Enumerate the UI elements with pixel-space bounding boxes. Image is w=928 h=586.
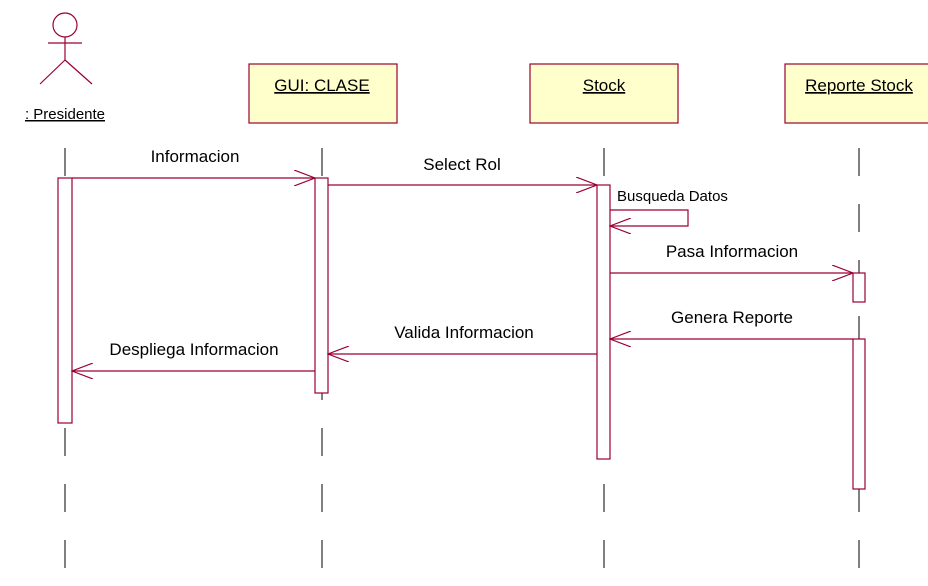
message-label-pasa-informacion: Pasa Informacion [666,242,798,261]
activation-presidente [57,177,73,424]
message-arrow-busqueda-datos [610,209,689,226]
object-label: GUI: CLASE [274,76,369,95]
message-label-genera-reporte: Genera Reporte [671,308,793,327]
message-label-valida-informacion: Valida Informacion [394,323,534,342]
object-reporte-stock[interactable]: Reporte Stock [784,63,928,124]
object-label: Reporte Stock [805,76,913,95]
actor-label: : Presidente [25,106,105,123]
object-stock[interactable]: Stock [529,63,679,124]
activation-gui-clase [314,177,329,394]
stick-figure-icon [39,12,93,85]
object-gui-clase[interactable]: GUI: CLASE [248,63,398,124]
message-label-busqueda-datos: Busqueda Datos [617,188,728,205]
lifelines [64,148,860,586]
message-label-despliega-informacion: Despliega Informacion [109,340,278,359]
message-label-select-rol: Select Rol [423,155,500,174]
activation-bars [57,177,866,490]
activation-reporte-1 [852,272,866,303]
activation-stock [596,184,611,460]
messages [72,178,853,371]
actor-presidente[interactable]: : Presidente [25,12,105,123]
activation-reporte-2 [852,338,866,490]
object-label: Stock [583,76,626,95]
message-label-informacion: Informacion [151,147,240,166]
